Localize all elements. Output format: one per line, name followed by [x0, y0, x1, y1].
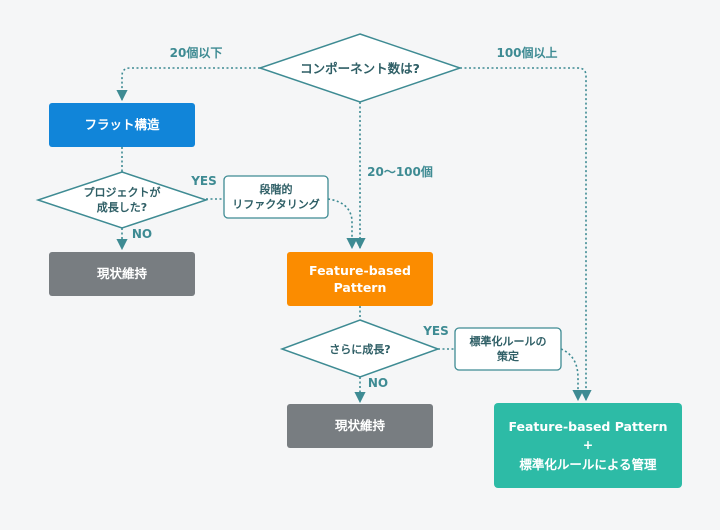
note-standard-rules [454, 327, 562, 371]
edge-label-left: 20個以下 [170, 45, 223, 60]
box-final [494, 403, 682, 488]
decision-project-line1: プロジェクトが [84, 185, 161, 199]
decision-further-growth-text: さらに成長? [329, 342, 390, 356]
edge-note2-to-final [560, 348, 584, 402]
box-feature-line2: Pattern [334, 280, 387, 295]
edge-label-middle: 20〜100個 [367, 164, 433, 179]
decision-further-growth [279, 319, 441, 378]
box-feature-line1: Feature-based [309, 263, 411, 278]
note-rules-line1: 標準化ルールの [470, 334, 547, 348]
decision-project-line2: 成長した? [97, 200, 147, 214]
note-rules-line2: 策定 [496, 349, 519, 363]
box-final-line1: Feature-based Pattern [508, 419, 667, 434]
connectors [116, 67, 592, 404]
note-refactoring [223, 175, 329, 219]
edge-top-to-flat [116, 67, 260, 102]
box-flat-structure [49, 103, 195, 147]
box-keep-1 [49, 252, 195, 296]
edge-label-right: 100個以上 [496, 45, 557, 60]
box-final-line2: + [583, 437, 593, 452]
box-flat-structure-text: フラット構造 [84, 117, 160, 132]
decision-top-text: コンポーネント数は? [300, 61, 420, 76]
edge-top-to-final [460, 67, 592, 402]
no-label-2: NO [368, 376, 388, 390]
box-feature-based [287, 252, 433, 306]
note-refactoring-line2: リファクタリング [232, 197, 320, 211]
box-keep-2 [287, 404, 433, 448]
yes-label-2: YES [422, 324, 449, 338]
decision-project-growth [35, 171, 209, 229]
decision-top [257, 33, 463, 103]
note-refactoring-line1: 段階的 [260, 182, 293, 196]
box-keep-2-text: 現状維持 [335, 418, 386, 433]
edge-note-to-feature [327, 198, 358, 250]
box-keep-1-text: 現状維持 [97, 266, 148, 281]
box-final-line3: 標準化ルールによる管理 [519, 457, 657, 472]
no-label-1: NO [132, 227, 152, 241]
yes-label-1: YES [190, 174, 217, 188]
